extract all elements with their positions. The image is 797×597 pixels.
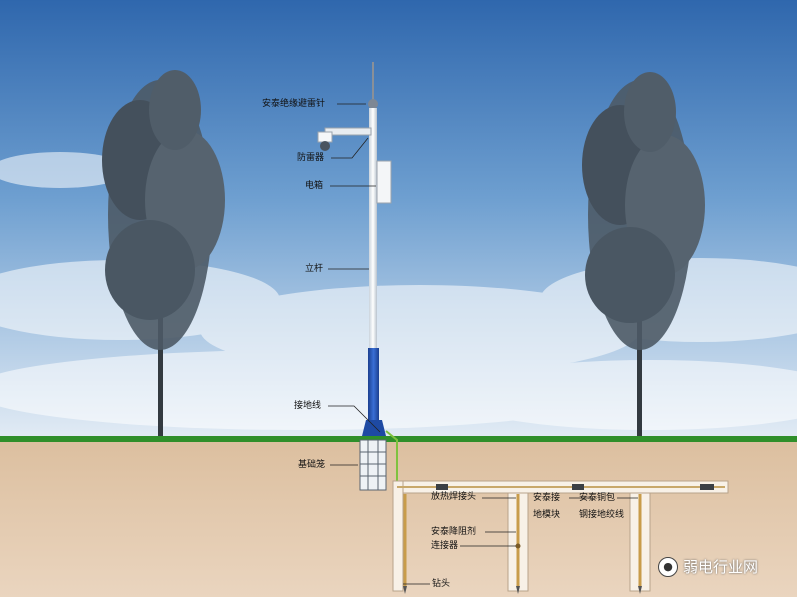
watermark: ● 弱电行业网 <box>658 556 758 577</box>
label-resistance-reducer: 安泰降阻剂 <box>431 527 477 537</box>
camera-assembly <box>317 127 372 151</box>
leader-lines <box>328 103 638 585</box>
label-pole: 立杆 <box>305 264 324 274</box>
label-exothermic-joint: 放热焊接头 <box>431 492 477 502</box>
label-ground-wire: 接地线 <box>294 401 322 411</box>
grass-line <box>0 436 797 442</box>
ground-wire-line <box>385 430 398 490</box>
label-foundation-cage: 基础笼 <box>298 460 326 470</box>
label-electric-box: 电箱 <box>305 181 324 191</box>
label-lightning-rod: 安泰绝缘避雷针 <box>262 99 326 109</box>
left-tree <box>102 70 225 438</box>
label-surge-protector: 防雷器 <box>297 153 325 163</box>
watermark-text: 弱电行业网 <box>683 558 759 576</box>
label-connector: 连接器 <box>431 541 459 551</box>
label-grounding-module-line2: 地模块 <box>533 510 561 520</box>
wechat-icon: ● <box>658 556 678 577</box>
label-grounding-module-line1: 安泰接 <box>533 493 561 503</box>
electric-box-shape <box>376 160 392 204</box>
label-copper-clad-line1: 安泰铜包 <box>579 493 616 503</box>
label-drill-bit: 钻头 <box>432 579 451 589</box>
label-copper-clad-line2: 钢接地绞线 <box>579 510 625 520</box>
foundation-cage <box>359 439 387 491</box>
right-tree <box>582 72 705 438</box>
trench-network <box>392 480 729 594</box>
